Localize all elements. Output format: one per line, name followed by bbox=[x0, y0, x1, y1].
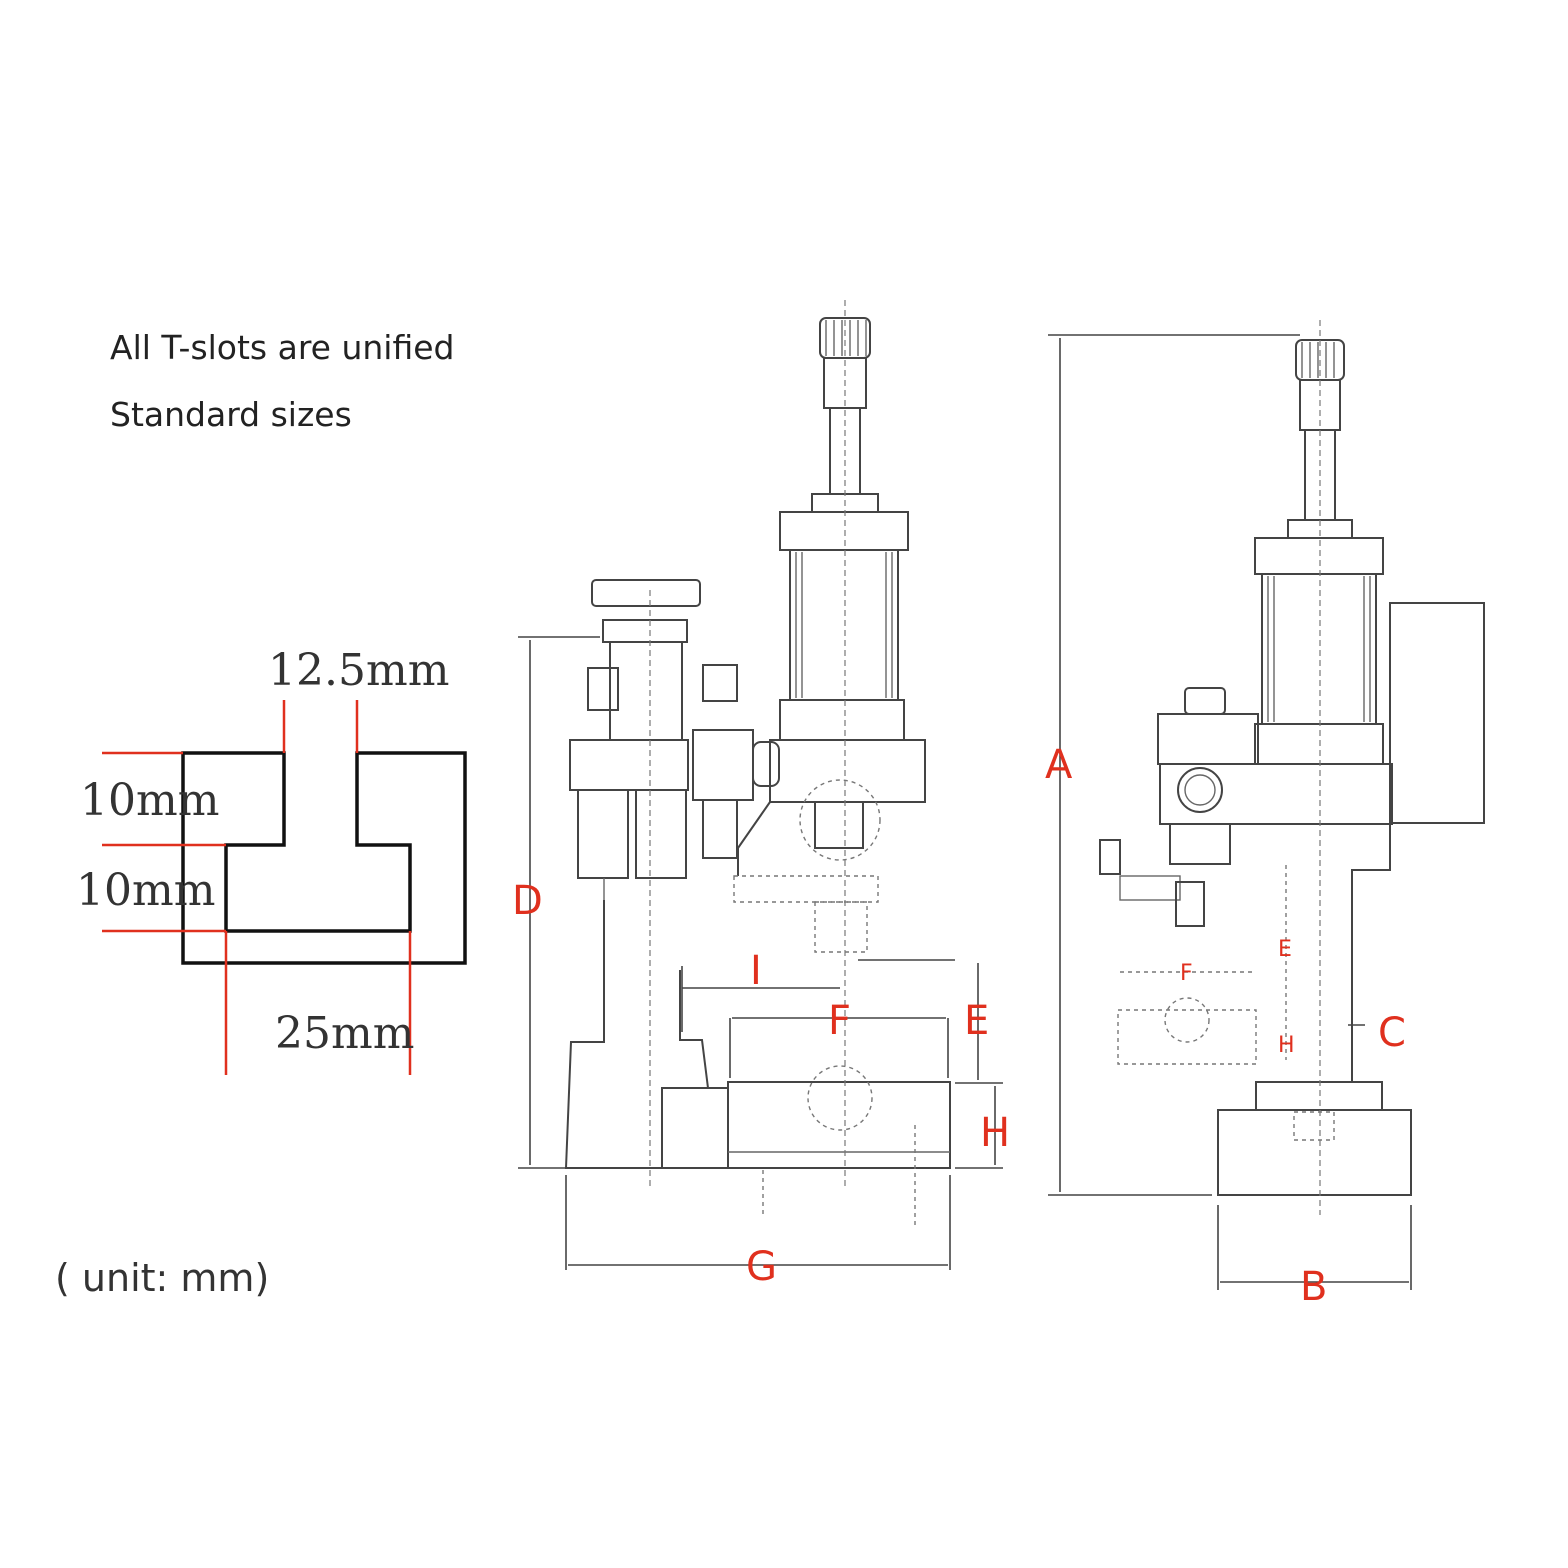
front-knurl-lines bbox=[825, 320, 867, 356]
front-column-right-edge bbox=[679, 970, 709, 1089]
side-head-block bbox=[1159, 763, 1393, 825]
side-valve-box bbox=[1389, 602, 1485, 824]
front-adjust-knob bbox=[591, 579, 701, 607]
side-label-c: C bbox=[1378, 1010, 1406, 1056]
side-reg-head bbox=[1157, 713, 1259, 765]
side-tie-rods bbox=[1267, 576, 1371, 722]
side-label-e: E bbox=[1278, 937, 1292, 962]
front-cylinder-top-plate bbox=[779, 511, 909, 551]
front-regulator-column bbox=[609, 641, 683, 741]
front-label-f: F bbox=[828, 998, 851, 1044]
front-ram-block bbox=[814, 801, 864, 849]
unit-note: ( unit: mm) bbox=[55, 1256, 270, 1300]
tslot-upper-depth-label: 10mm bbox=[80, 775, 219, 826]
tslot-bottom-width-label: 25mm bbox=[275, 1008, 414, 1059]
side-label-f: F bbox=[1180, 961, 1193, 986]
front-detail-circle bbox=[799, 779, 881, 861]
side-bracket bbox=[1119, 875, 1181, 901]
front-table-slot-circle bbox=[807, 1065, 873, 1131]
front-filter-knob bbox=[587, 667, 619, 711]
side-die bbox=[1175, 881, 1205, 927]
tslot-lower-depth-label: 10mm bbox=[76, 865, 215, 916]
front-tie-rods bbox=[795, 552, 893, 698]
note-standard-sizes: Standard sizes bbox=[110, 395, 352, 434]
side-solenoid bbox=[1099, 839, 1121, 875]
side-label-a: A bbox=[1045, 742, 1073, 788]
front-table bbox=[727, 1081, 951, 1169]
side-base-step bbox=[1255, 1081, 1383, 1111]
side-gauge-face bbox=[1184, 774, 1216, 806]
side-slot-circle bbox=[1164, 997, 1210, 1043]
front-valve-top bbox=[702, 664, 738, 702]
side-view: A B C E F H bbox=[1045, 320, 1485, 1310]
tslot-outer-outline bbox=[181, 751, 467, 965]
side-ram-holder bbox=[1169, 823, 1231, 865]
front-die-holder bbox=[814, 901, 868, 953]
side-label-b: B bbox=[1300, 1264, 1327, 1310]
front-filter-bowl-left bbox=[577, 789, 629, 879]
side-column bbox=[1351, 824, 1391, 1082]
side-base-slot bbox=[1293, 1111, 1335, 1141]
front-bracket-plate bbox=[733, 875, 879, 903]
front-cylinder-body bbox=[789, 549, 899, 701]
side-base bbox=[1217, 1109, 1412, 1196]
front-arm bbox=[737, 801, 771, 876]
front-cylinder-bottom-plate bbox=[779, 699, 905, 741]
front-label-e: E bbox=[964, 998, 989, 1044]
front-label-g: G bbox=[746, 1244, 777, 1290]
tslot-diagram: 12.5mm 10mm 10mm 25mm bbox=[76, 645, 467, 1075]
front-filter-head bbox=[569, 739, 689, 791]
front-filter-bowl-right bbox=[635, 789, 687, 879]
side-label-h: H bbox=[1278, 1033, 1295, 1058]
side-cylinder-top-plate bbox=[1254, 537, 1384, 575]
side-pressure-gauge bbox=[1177, 767, 1223, 813]
side-table-hidden bbox=[1117, 1009, 1257, 1065]
front-label-h: H bbox=[980, 1110, 1010, 1156]
front-head-block bbox=[769, 739, 926, 803]
side-knurl-lines bbox=[1301, 342, 1335, 378]
front-valve-body bbox=[692, 729, 754, 801]
tslot-slot-width-label: 12.5mm bbox=[268, 645, 449, 696]
front-label-d: D bbox=[512, 878, 543, 924]
front-view: D I F E H G bbox=[512, 300, 1010, 1290]
side-cylinder-bottom-plate bbox=[1254, 723, 1384, 765]
note-unified-tslots: All T-slots are unified bbox=[110, 328, 455, 367]
front-knob-base bbox=[602, 619, 688, 643]
front-label-i: I bbox=[750, 948, 762, 994]
front-base-outline bbox=[564, 900, 950, 1169]
front-base-block bbox=[661, 1087, 729, 1169]
side-cylinder-body bbox=[1261, 573, 1377, 725]
front-valve-fitting bbox=[752, 741, 780, 787]
front-solenoid bbox=[702, 799, 738, 859]
side-reg-knob bbox=[1184, 687, 1226, 715]
